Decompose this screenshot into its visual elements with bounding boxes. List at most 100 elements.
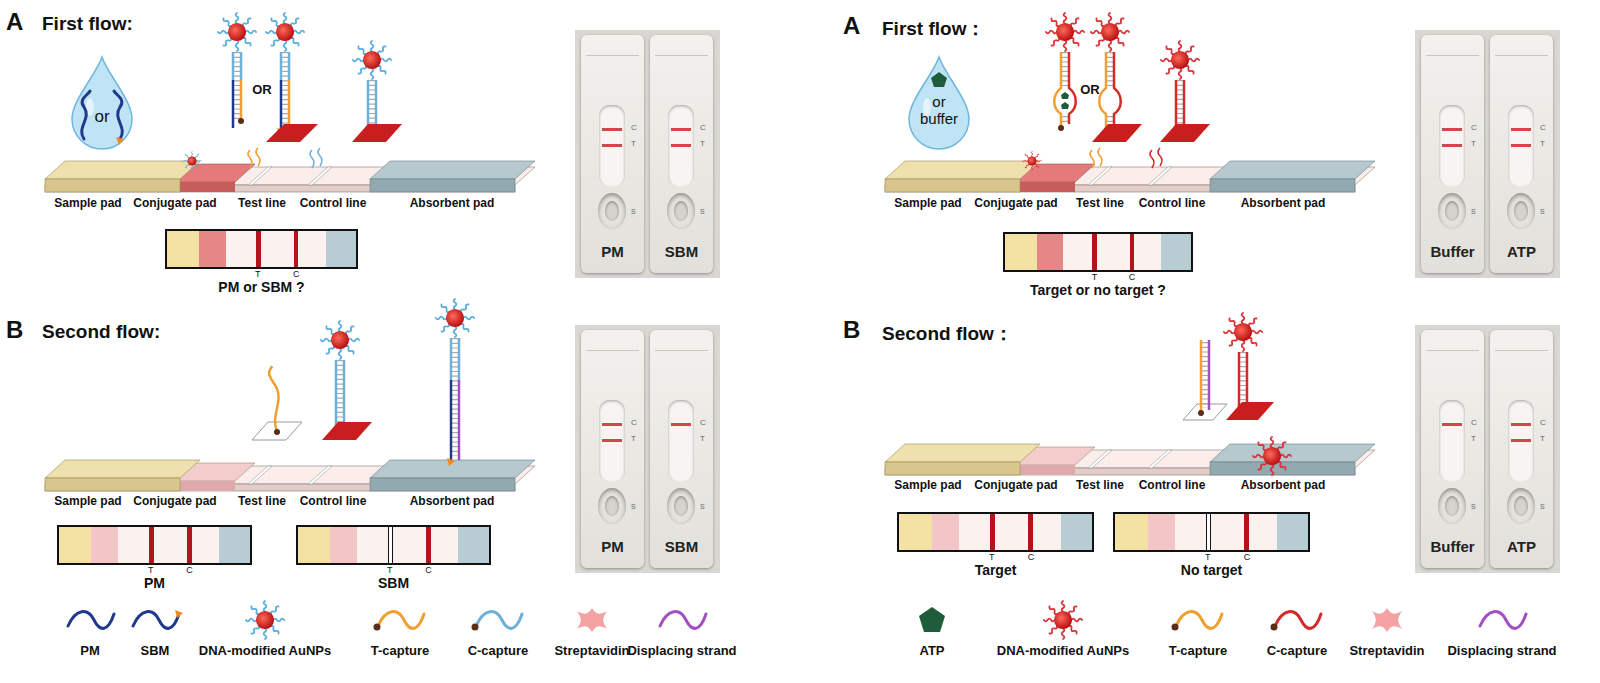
cassette-label: SBM (650, 243, 713, 260)
cassette-mark: S (1540, 503, 1545, 510)
cassette-mark: T (1540, 139, 1545, 148)
cassette-mark: S (700, 208, 705, 215)
cassette-mark: T (1540, 434, 1545, 443)
strip-schematic: TCNo target (1113, 512, 1310, 552)
strip-cell (1037, 234, 1063, 270)
cassette-mark: T (631, 139, 636, 148)
control-band (1442, 128, 1462, 131)
pad-label: Control line (233, 196, 433, 210)
legend-item: DNA-modified AuNPs (983, 604, 1143, 668)
right-second-flow-probes (1183, 313, 1291, 475)
strip-caption: Target (879, 562, 1112, 578)
legend-text: T-capture (320, 643, 480, 658)
or-label: OR (990, 82, 1190, 97)
legend-icon (75, 604, 235, 636)
legend-item: SBM (75, 604, 235, 668)
legend-item: Streptavidin (1307, 604, 1467, 668)
sample-well (1438, 488, 1466, 524)
cassette-mark: S (700, 503, 705, 510)
strip-cell (192, 527, 220, 563)
strip-caption: SBM (278, 575, 509, 591)
strip-cells (899, 514, 1092, 550)
droplet-outline (68, 55, 136, 150)
test-band (671, 144, 691, 147)
strip-cell (393, 527, 426, 563)
strip-caption: PM or SBM ? (147, 279, 376, 295)
test-band (1442, 144, 1462, 147)
cassette-ridge (655, 55, 708, 56)
test-band (602, 439, 622, 442)
result-window (599, 105, 625, 187)
result-window (1508, 400, 1534, 482)
strip-caption: Target or no target ? (985, 282, 1211, 298)
sample-well-inner (605, 496, 619, 516)
cassette-mark: T (700, 434, 705, 443)
test-band (602, 144, 622, 147)
strip-cells (1005, 234, 1191, 270)
test-cassette: CTSATP (1490, 35, 1553, 273)
strip-cell (1005, 234, 1037, 270)
strip-cell (118, 527, 149, 563)
legend-item: C-capture (418, 604, 578, 668)
line-letter: T (1092, 272, 1098, 282)
cassette-ridge (1495, 350, 1548, 351)
legend-text: Displacing strand (1422, 643, 1582, 658)
sample-well (598, 488, 626, 524)
test-cassette: CTSSBM (650, 35, 713, 273)
sample-well (1438, 193, 1466, 229)
cassette-mark: S (631, 208, 636, 215)
strip-cell (326, 231, 356, 267)
legend-icon (1307, 604, 1467, 636)
strip-cell (899, 514, 932, 550)
line-letter: C (425, 565, 432, 575)
strip-cell (298, 231, 325, 267)
line-letter: C (1028, 552, 1035, 562)
test-cassette: CTSSBM (650, 330, 713, 568)
legend-icon (852, 604, 1012, 636)
legend-icon (1422, 604, 1582, 636)
cassette-mark: T (1471, 434, 1476, 443)
cassette-mark: C (631, 123, 637, 132)
strip-cell (1211, 514, 1245, 550)
sample-well-inner (1514, 201, 1528, 221)
panel-letter: A (6, 8, 23, 36)
cassette-label: ATP (1490, 538, 1553, 555)
line-letter: C (186, 565, 193, 575)
left-second-flow-probes (252, 299, 474, 466)
legend-icon (602, 604, 762, 636)
strip-cells (167, 231, 356, 267)
strip-cell (1063, 234, 1093, 270)
sample-well (667, 193, 695, 229)
strip-cells (1115, 514, 1308, 550)
legend-item: ATP (852, 604, 1012, 668)
cassette-label: PM (581, 243, 644, 260)
strip-caption: PM (39, 575, 270, 591)
line-letter: T (387, 565, 393, 575)
cassette-mark: S (1471, 503, 1476, 510)
legend-icon (320, 604, 480, 636)
strip-cell (1115, 514, 1148, 550)
panel-heading: First flow: (42, 13, 133, 35)
strip-schematic: TCSBM (296, 525, 491, 565)
legend-icon (1217, 604, 1377, 636)
test-cassette: CTSATP (1490, 330, 1553, 568)
strip-cell (167, 231, 199, 267)
cassette-mark: C (1471, 123, 1477, 132)
cassette-ridge (586, 55, 639, 56)
control-band (602, 128, 622, 131)
left-first-flow-probes (182, 13, 402, 171)
droplet-text: or (68, 107, 136, 127)
cassette-label: ATP (1490, 243, 1553, 260)
strip-cell (219, 527, 250, 563)
legend-text: C-capture (418, 643, 578, 658)
legend-icon (185, 604, 345, 636)
legend-item: PM (10, 604, 170, 668)
cassette-mark: T (1471, 139, 1476, 148)
line-letter: T (989, 552, 995, 562)
pad-label: Absorbent pad (1183, 478, 1383, 492)
legend-text: DNA-modified AuNPs (983, 643, 1143, 658)
legend-icon (1118, 604, 1278, 636)
strip-cells (298, 527, 489, 563)
strip-cell (357, 527, 388, 563)
